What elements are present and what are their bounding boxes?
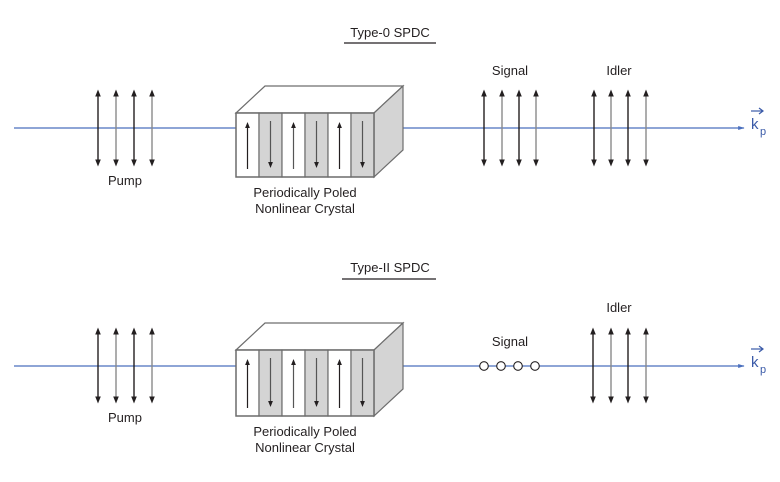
crystal-front-outline xyxy=(235,112,375,178)
section-type-2: Type-II SPDC Pump Periodically Poled Non… xyxy=(14,260,766,455)
idler-label: Idler xyxy=(606,63,632,78)
crystal xyxy=(234,321,405,418)
wavevector-label: k p xyxy=(751,107,766,138)
vector-arrowhead xyxy=(758,345,764,353)
pump-polarization-arrows xyxy=(95,89,155,167)
section-title: Type-II SPDC xyxy=(350,260,429,275)
polarization-circle xyxy=(496,361,506,371)
crystal-front-outline xyxy=(235,349,375,417)
polarization-circle xyxy=(530,361,540,371)
crystal-label-line1: Periodically Poled xyxy=(253,185,356,200)
polarization-circle xyxy=(513,361,523,371)
polarization-circle xyxy=(479,361,489,371)
signal-polarization-arrows xyxy=(481,89,539,167)
signal-polarization-circles xyxy=(479,361,540,371)
crystal-label-line2: Nonlinear Crystal xyxy=(255,201,355,216)
k-symbol: k xyxy=(751,116,759,133)
pump-polarization-arrows xyxy=(95,327,155,404)
vector-arrowhead xyxy=(758,107,764,115)
k-subscript: p xyxy=(760,364,766,376)
signal-label: Signal xyxy=(492,63,528,78)
crystal xyxy=(234,84,405,179)
section-type-0: Type-0 SPDC Pump Periodically Poled Nonl… xyxy=(14,25,766,216)
pump-label: Pump xyxy=(108,173,142,188)
crystal-label-line2: Nonlinear Crystal xyxy=(255,440,355,455)
pump-label: Pump xyxy=(108,410,142,425)
signal-label: Signal xyxy=(492,334,528,349)
k-subscript: p xyxy=(760,126,766,138)
crystal-label-line1: Periodically Poled xyxy=(253,424,356,439)
idler-polarization-arrows xyxy=(591,89,649,167)
idler-polarization-arrows xyxy=(590,327,649,404)
wavevector-label: k p xyxy=(751,345,766,376)
k-symbol: k xyxy=(751,354,759,371)
idler-label: Idler xyxy=(606,300,632,315)
section-title: Type-0 SPDC xyxy=(350,25,429,40)
